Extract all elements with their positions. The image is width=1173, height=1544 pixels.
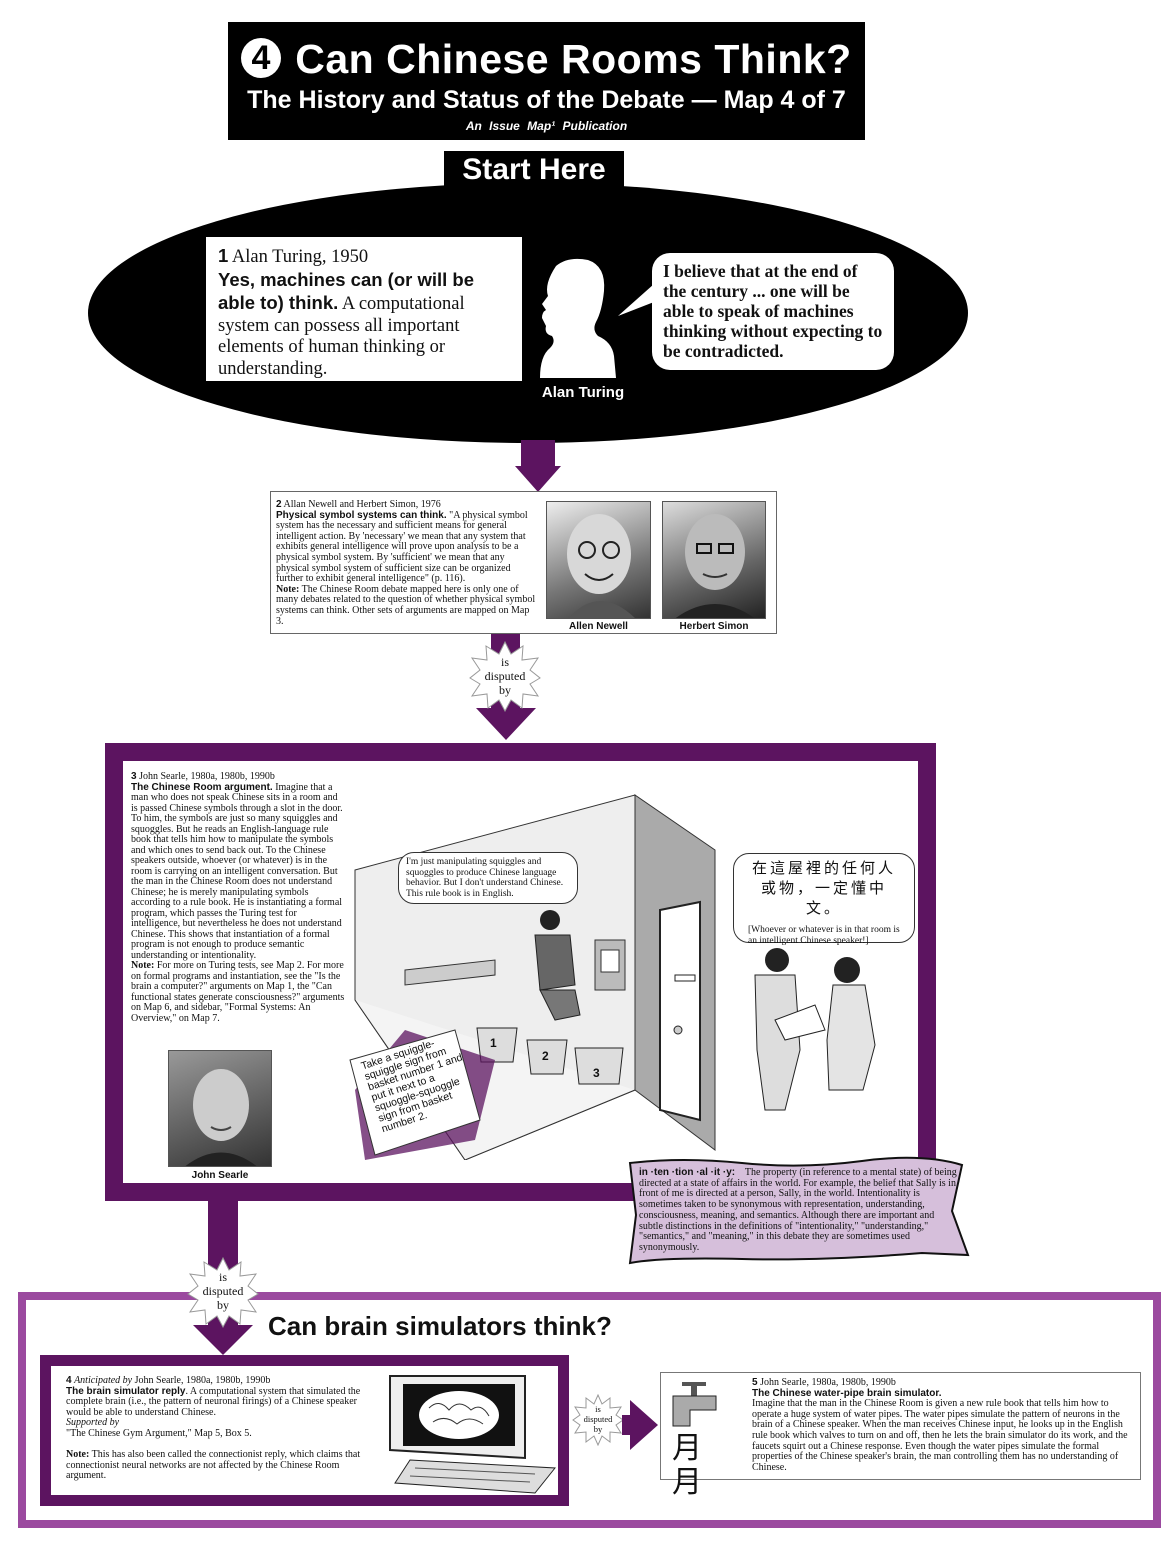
- simon-photo: [662, 501, 766, 619]
- map-number-badge: 4: [241, 38, 282, 78]
- box-number: 3: [131, 771, 137, 782]
- basket-2: [526, 1039, 568, 1075]
- outside-speech-bubble: 在這屋裡的任何人或物，一定懂中文。 [Whoever or whatever i…: [733, 853, 915, 946]
- claim-box-5: 5 John Searle, 1980a, 1980b, 1990b The C…: [660, 1372, 1141, 1480]
- box-body: Imagine that a man who does not speak Ch…: [131, 781, 343, 961]
- box-author: Allan Newell and Herbert Simon, 1976: [283, 499, 441, 510]
- arrow-down-icon: [515, 466, 561, 492]
- faucet-icon: [672, 1382, 717, 1427]
- box-claim: Yes, machines can (or will be able to) t…: [218, 268, 475, 314]
- speech-tail: [618, 284, 654, 316]
- arrow-right-icon: [630, 1400, 658, 1450]
- turing-quote-bubble: I believe that at the end of the century…: [652, 253, 894, 370]
- arrow-stem: [521, 440, 555, 468]
- chinese-text: 在這屋裡的任何人或物，一定懂中文。: [751, 861, 896, 917]
- basket-label-3: 3: [593, 1066, 600, 1080]
- claim-box-1: 1 Alan Turing, 1950 Yes, machines can (o…: [206, 237, 522, 381]
- turing-silhouette-icon: [540, 258, 616, 378]
- box-number: 5: [752, 1377, 758, 1388]
- man-speech-bubble: I'm just manipulating squiggles and squo…: [398, 852, 578, 904]
- note-label: Note:: [276, 583, 300, 595]
- translation-text: [Whoever or whatever is in that room is …: [748, 925, 900, 946]
- map-header: 4 Can Chinese Rooms Think? The History an…: [228, 22, 865, 140]
- title-text: Can Chinese Rooms Think?: [295, 36, 852, 82]
- map-subtitle: The History and Status of the Debate — M…: [247, 86, 846, 114]
- definition-term: in ·ten ·tion ·al ·it ·y:: [639, 1167, 736, 1178]
- box-body: Imagine that the man in the Chinese Room…: [752, 1398, 1128, 1473]
- anticipated-label: Anticipated by: [74, 1375, 133, 1386]
- box-number: 4: [66, 1375, 72, 1386]
- definition-text: The property (in reference to a mental s…: [639, 1167, 957, 1253]
- claim-box-2: 2 Allan Newell and Herbert Simon, 1976 P…: [270, 491, 777, 634]
- arrow-down-icon: [476, 708, 536, 740]
- starburst-icon: [187, 1256, 259, 1328]
- starburst-icon: [572, 1394, 624, 1446]
- box-note: This has also been called the connection…: [66, 1449, 361, 1482]
- newell-photo: [546, 501, 651, 619]
- section-title: Can brain simulators think?: [268, 1311, 612, 1341]
- searle-label: John Searle: [191, 1170, 249, 1181]
- arrow-stem: [622, 1415, 632, 1435]
- turing-label: Alan Turing: [541, 384, 625, 401]
- start-here-label: Start Here: [444, 151, 624, 189]
- supported-label: Supported by: [66, 1417, 120, 1429]
- box-number: 2: [276, 499, 282, 510]
- box-body: A computational system can possess all i…: [218, 294, 465, 379]
- box-number: 1: [218, 245, 229, 266]
- note-label: Note:: [131, 960, 155, 971]
- basket-label-2: 2: [542, 1049, 549, 1063]
- box-note: For more on Turing tests, see Map 2. For…: [131, 960, 345, 1024]
- basket-3: [574, 1047, 624, 1085]
- note-label: Note:: [66, 1449, 90, 1461]
- faucet-glyphs: 月月: [672, 1432, 702, 1499]
- arrow-down-icon: [193, 1325, 253, 1355]
- box-body: . A computational system that simulated …: [66, 1385, 361, 1418]
- box-claim: The Chinese water-pipe brain simulator.: [752, 1387, 942, 1399]
- map-title: 4 Can Chinese Rooms Think?: [228, 36, 865, 83]
- box-note: The Chinese Room debate mapped here is o…: [276, 583, 536, 627]
- box-author: John Searle, 1980a, 1980b, 1990b: [760, 1377, 896, 1388]
- definition-callout-shape: [628, 1156, 970, 1265]
- publication-line: An Issue Map¹ Publication: [465, 119, 628, 133]
- searle-photo: [168, 1050, 272, 1167]
- box-author: John Searle, 1980a, 1980b, 1990b: [139, 771, 275, 782]
- starburst-icon: [469, 640, 541, 712]
- computer-brain-icon: [389, 1375, 556, 1494]
- box-claim: The brain simulator reply: [66, 1385, 186, 1397]
- simon-label: Herbert Simon: [679, 621, 749, 632]
- supported-ref: "The Chinese Gym Argument," Map 5, Box 5…: [66, 1427, 252, 1439]
- box-body: "A physical symbol system has the necess…: [276, 509, 528, 585]
- box-claim: The Chinese Room argument.: [131, 781, 273, 793]
- basket-1: [476, 1027, 518, 1063]
- box-author: Alan Turing, 1950: [231, 247, 369, 267]
- box-author: John Searle, 1980a, 1980b, 1990b: [134, 1375, 271, 1386]
- definition-box: in ·ten ·tion ·al ·it ·y: The property (…: [628, 1160, 966, 1264]
- box-claim: Physical symbol systems can think.: [276, 509, 447, 521]
- basket-label-1: 1: [490, 1036, 497, 1050]
- newell-label: Allen Newell: [569, 621, 628, 632]
